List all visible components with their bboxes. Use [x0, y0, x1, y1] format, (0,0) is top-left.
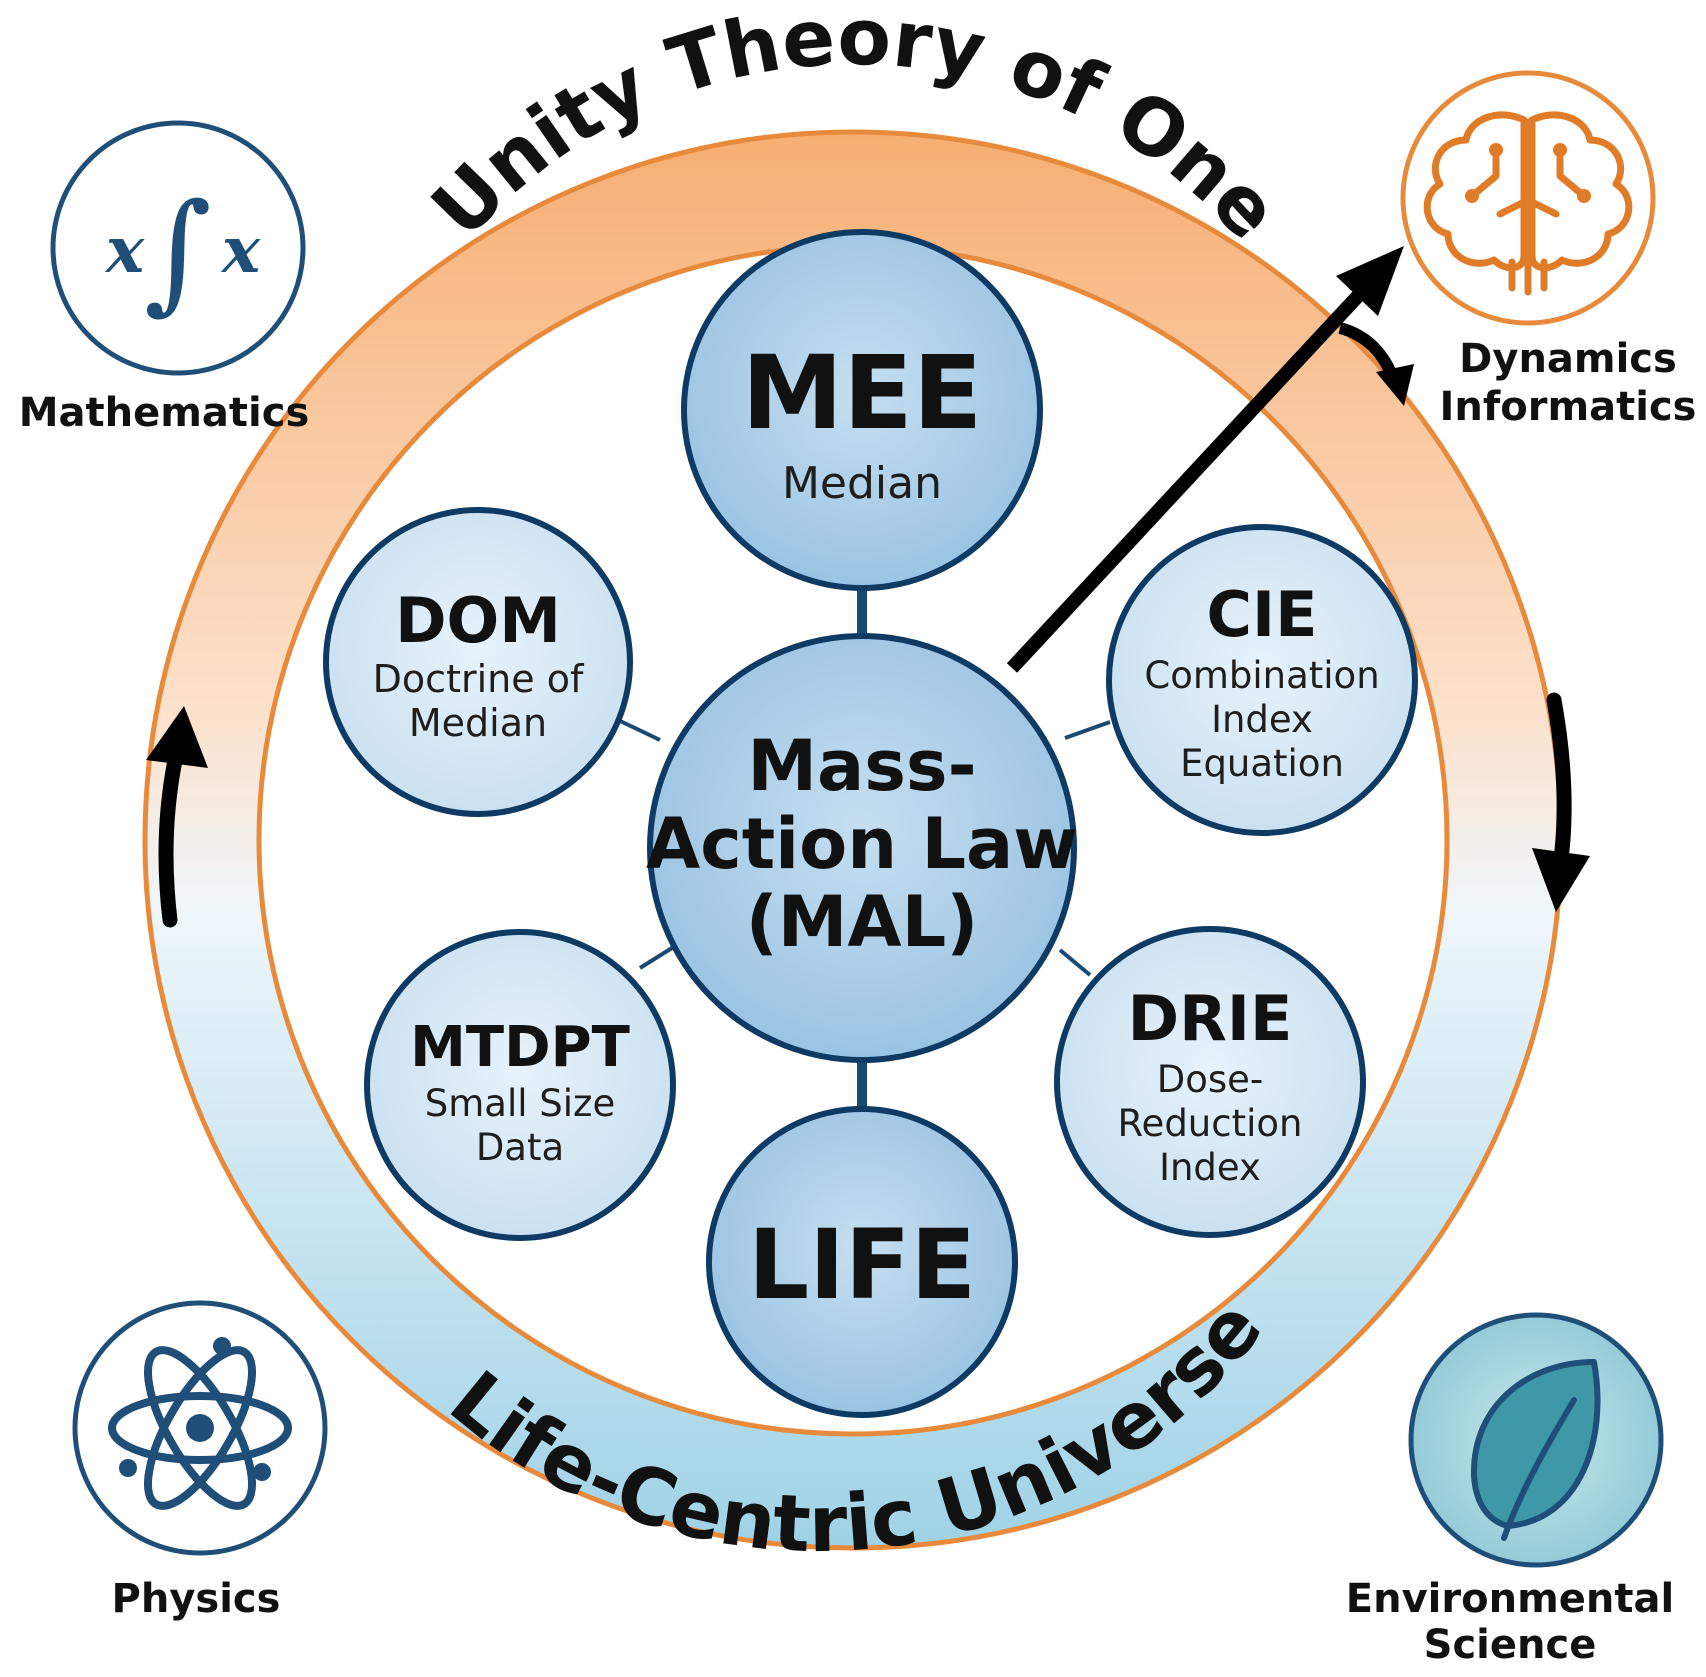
node-cie-subtitle-line1: Combination [1144, 654, 1379, 697]
node-drie-title: DRIE [1128, 982, 1293, 1055]
node-cie: CIE Combination Index Equation [1106, 524, 1418, 836]
node-mee-subtitle: Median [782, 458, 942, 509]
corner-dynamics-informatics: Dynamics Informatics [1400, 70, 1697, 430]
node-mal-line3: (MAL) [746, 881, 978, 963]
node-life: LIFE [706, 1106, 1018, 1418]
node-cie-title: CIE [1207, 578, 1318, 651]
node-mal: Mass- Action Law (MAL) [646, 633, 1078, 1063]
corner-mathematics: x ∫ x Mathematics [19, 120, 310, 436]
cycle-arrow-left-head-icon [146, 706, 208, 768]
node-drie-subtitle-line1: Dose- [1157, 1058, 1264, 1101]
dynamics-arrow [1006, 246, 1414, 673]
node-cie-subtitle-line2: Index [1211, 698, 1313, 741]
integral-icon: x ∫ x [104, 175, 261, 327]
node-mal-line2: Action Law [646, 803, 1078, 885]
node-mee-title: MEE [742, 334, 983, 453]
node-drie-subtitle-line3: Index [1159, 1146, 1261, 1189]
node-mtdpt-subtitle-line1: Small Size [425, 1082, 615, 1125]
physics-label: Physics [112, 1576, 281, 1622]
node-mee: MEE Median [681, 229, 1043, 591]
brain-circuit-icon [1423, 111, 1633, 296]
node-mtdpt-subtitle-line2: Data [476, 1126, 564, 1169]
mathematics-label: Mathematics [19, 390, 310, 436]
leaf-icon [1470, 1359, 1601, 1541]
corner-physics: Physics [72, 1300, 328, 1622]
environmental-science-label-line2: Science [1424, 1622, 1597, 1668]
atom-icon [108, 1346, 292, 1510]
node-mtdpt: MTDPT Small Size Data [364, 929, 676, 1241]
integral-sign: ∫ [144, 175, 212, 327]
node-cie-subtitle-line3: Equation [1180, 742, 1344, 785]
corner-environmental-science: Environmental Science [1346, 1312, 1674, 1668]
node-dom-subtitle-line1: Doctrine of [373, 657, 585, 701]
node-mal-line1: Mass- [747, 725, 976, 807]
environmental-science-label-line1: Environmental [1346, 1576, 1674, 1622]
cycle-arrow-right-head-icon [1532, 848, 1590, 912]
dynamics-informatics-label-line1: Dynamics [1459, 336, 1677, 382]
node-mtdpt-title: MTDPT [410, 1015, 630, 1080]
integral-left-x: x [104, 213, 145, 288]
integral-right-x: x [220, 213, 261, 288]
node-drie: DRIE Dose- Reduction Index [1054, 926, 1366, 1238]
node-life-title: LIFE [748, 1209, 976, 1321]
node-dom-title: DOM [395, 584, 561, 657]
dynamics-informatics-label-line2: Informatics [1440, 384, 1697, 430]
node-dom-subtitle-line2: Median [409, 701, 547, 745]
node-drie-subtitle-line2: Reduction [1118, 1102, 1303, 1145]
node-dom: DOM Doctrine of Median [323, 507, 633, 817]
